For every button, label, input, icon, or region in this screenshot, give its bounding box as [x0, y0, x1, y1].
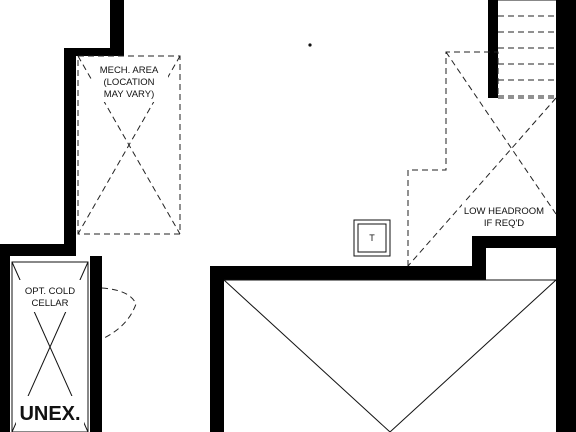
mech-area-label-1: MECH. AREA: [100, 65, 159, 76]
low-headroom-label-1: LOW HEADROOM: [464, 206, 544, 217]
wall-stair: [488, 0, 498, 98]
door-swing: [101, 287, 137, 339]
cold-cellar-label-2: CELLAR: [32, 298, 69, 309]
thermostat: T: [353, 219, 391, 257]
wall-cellar-right: [90, 256, 102, 432]
wall-left-upper: [110, 0, 124, 48]
low-headroom-label-2: IF REQ'D: [484, 218, 524, 229]
mech-area-label-2: (LOCATION: [103, 77, 154, 88]
wall-cellar-left: [0, 244, 10, 432]
marker-dot: [308, 43, 312, 47]
wall-left-mid: [64, 48, 124, 56]
wall-left-step: [0, 244, 76, 256]
lower-unexcavated-area: [223, 279, 557, 432]
cold-cellar-label-1: OPT. COLD: [25, 286, 75, 297]
wall-step-h: [472, 236, 576, 248]
wall-right: [556, 0, 576, 432]
mech-area: MECH. AREA (LOCATION MAY VARY): [77, 55, 181, 235]
wall-left-mech: [64, 48, 76, 254]
cold-cellar: OPT. COLD CELLAR UNEX.: [11, 261, 89, 432]
stairs: [498, 0, 556, 97]
low-headroom-area: LOW HEADROOM IF REQ'D: [407, 51, 557, 267]
mech-area-label-3: MAY VARY): [104, 89, 155, 100]
wall-garage-top: [210, 266, 474, 280]
wall-garage-left: [210, 266, 224, 432]
thermostat-label: T: [369, 233, 375, 243]
unex-label: UNEX.: [19, 403, 80, 425]
